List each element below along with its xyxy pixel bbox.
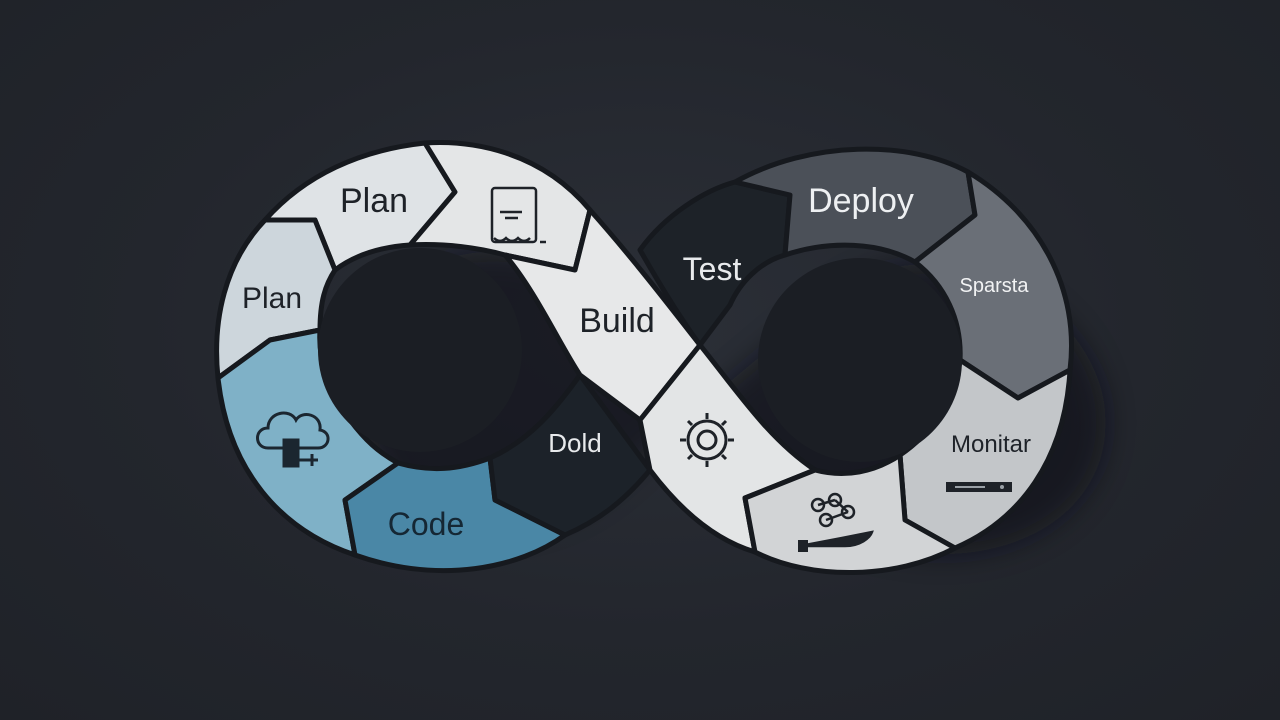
label-code: Code: [388, 506, 465, 542]
server-bar-icon: [946, 482, 1012, 492]
right-loop-hole: [758, 258, 962, 462]
label-plan-top: Plan: [340, 182, 408, 220]
left-loop-hole: [318, 248, 522, 452]
label-build: Build: [579, 302, 655, 340]
label-sparsta: Sparsta: [960, 275, 1030, 297]
label-plan-left: Plan: [242, 282, 302, 315]
hand-network-icon: [798, 492, 874, 552]
document-icon: [490, 186, 546, 244]
segment-hand[interactable]: [742, 452, 958, 575]
label-test: Test: [683, 251, 742, 287]
label-deploy: Deploy: [808, 182, 914, 220]
segment-code[interactable]: [342, 455, 568, 574]
gear-icon: [680, 413, 734, 467]
label-dold: Dold: [548, 428, 601, 458]
segment-test[interactable]: [637, 179, 793, 348]
label-monitor: Monitar: [951, 431, 1031, 458]
cloud-server-icon: [256, 411, 330, 468]
